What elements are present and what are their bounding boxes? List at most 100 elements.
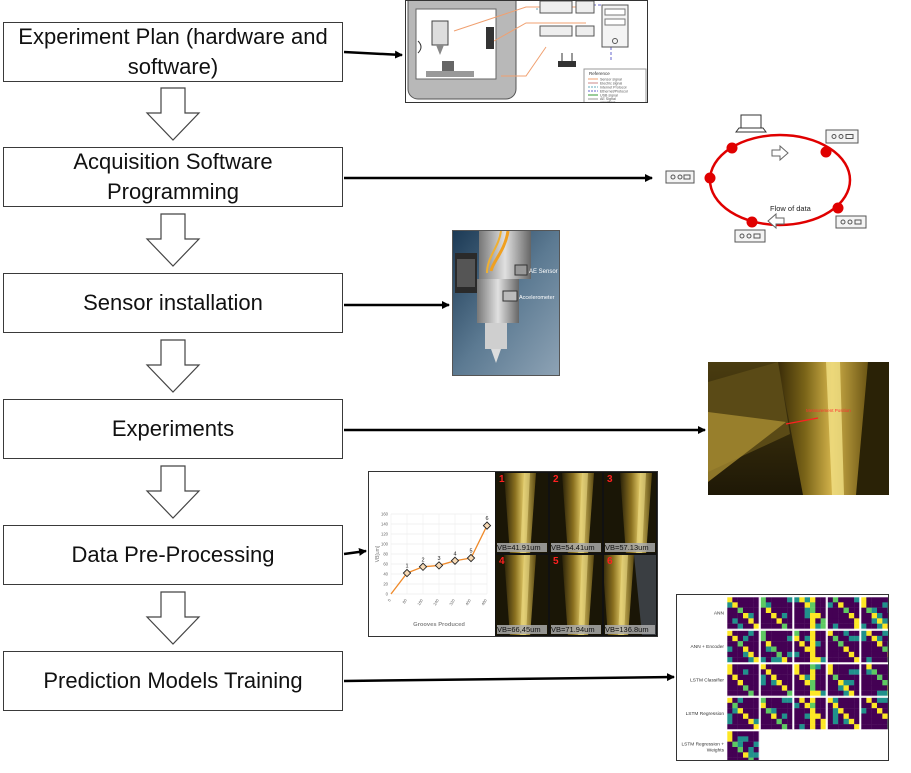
heatmap-cell xyxy=(765,713,772,720)
heatmap-cell xyxy=(871,697,878,704)
heatmap-cell xyxy=(799,664,805,670)
heatmap-cell xyxy=(871,690,878,697)
heatmap-cell xyxy=(866,713,872,720)
heatmap-cell xyxy=(727,618,733,624)
heatmap-cell xyxy=(737,713,744,720)
heatmap-cell xyxy=(827,630,834,637)
heatmap-cell xyxy=(838,697,844,704)
heatmap-cell xyxy=(737,635,744,642)
heatmap-cell xyxy=(737,641,744,647)
heatmap-cell xyxy=(737,657,744,663)
heatmap-cell xyxy=(877,618,883,624)
flow-arrow-icon xyxy=(771,144,789,162)
heatmap-cell xyxy=(794,690,800,697)
heatmap-cell xyxy=(771,613,777,619)
heatmap-cell xyxy=(760,641,767,647)
heatmap-cell xyxy=(771,646,777,653)
heatmap-cell xyxy=(781,690,788,697)
heatmap-cell xyxy=(727,697,733,704)
heatmap-cell xyxy=(799,680,805,686)
heatmap-cell xyxy=(753,724,760,730)
heatmap-cell xyxy=(765,651,772,658)
heatmap-cell xyxy=(743,657,749,663)
heatmap-cell xyxy=(799,690,805,697)
heatmap-cell xyxy=(760,708,767,714)
step-label: Sensor installation xyxy=(83,290,263,315)
micrograph-number: 2 xyxy=(553,474,559,485)
heatmap-cell xyxy=(743,697,749,704)
heatmap-cell xyxy=(820,724,827,730)
heatmap-cell xyxy=(743,613,749,619)
heatmap-cell xyxy=(838,708,844,714)
heatmap-cell xyxy=(748,646,754,653)
heatmap-cell xyxy=(815,674,821,681)
heatmap-cell xyxy=(732,702,738,709)
heatmap-cell xyxy=(732,602,738,608)
heatmap-cell xyxy=(810,718,816,725)
heatmap-cell xyxy=(871,635,878,642)
heatmap-cell xyxy=(727,635,733,642)
heatmap-cell xyxy=(765,623,772,630)
heatmap-cell xyxy=(877,669,883,675)
heatmap-cell xyxy=(799,613,805,619)
heatmap-cell xyxy=(820,718,827,725)
heatmap-cell xyxy=(810,685,816,691)
confusion-matrix xyxy=(793,697,827,730)
heatmap-cell xyxy=(843,713,850,720)
heatmap-cell xyxy=(776,607,783,614)
heatmap-cell xyxy=(727,718,733,725)
heatmap-cell xyxy=(727,597,733,603)
heatmap-cell xyxy=(871,613,878,619)
heatmap-cell xyxy=(753,690,760,697)
heatmap-cell xyxy=(760,607,767,614)
heatmap-cell xyxy=(804,702,811,709)
heatmap-cell xyxy=(737,724,744,730)
heatmap-cell xyxy=(737,685,744,691)
heatmap-cell xyxy=(771,618,777,624)
heatmap-cell xyxy=(820,646,827,653)
heatmap-cell xyxy=(799,641,805,647)
heatmap-cell xyxy=(794,597,800,603)
device-icon xyxy=(734,229,766,243)
heatmap-cell xyxy=(838,646,844,653)
heatmap-cell xyxy=(838,713,844,720)
heatmap-cell xyxy=(794,702,800,709)
heatmap-cell xyxy=(748,597,754,603)
heatmap-cell xyxy=(771,651,777,658)
heatmap-cell xyxy=(877,602,883,608)
heatmap-cell xyxy=(827,680,834,686)
heatmap-cell xyxy=(737,697,744,704)
heatmap-cell xyxy=(866,597,872,603)
heatmap-cell xyxy=(732,646,738,653)
heatmap-cell xyxy=(727,736,733,742)
heatmap-cell xyxy=(727,630,733,637)
heatmap-cell xyxy=(787,641,793,647)
heatmap-cell xyxy=(815,718,821,725)
heatmap-cell xyxy=(854,669,860,675)
step-experiments: Experiments xyxy=(3,399,343,459)
heatmap-cell xyxy=(776,630,783,637)
heatmap-cell xyxy=(810,702,816,709)
heatmap-cell xyxy=(748,657,754,663)
heatmap-cell xyxy=(743,747,749,753)
heatmap-cell xyxy=(854,623,860,630)
heatmap-cell xyxy=(753,635,760,642)
heatmap-cell xyxy=(760,613,767,619)
heatmap-cell xyxy=(810,618,816,624)
heatmap-cell xyxy=(781,597,788,603)
heatmap-cell xyxy=(748,685,754,691)
heatmap-cell xyxy=(877,641,883,647)
heatmap-cell xyxy=(748,736,754,742)
heatmap-cell xyxy=(781,630,788,637)
heatmap-cell xyxy=(810,713,816,720)
heatmap-cell xyxy=(760,623,767,630)
heatmap-cell xyxy=(820,623,827,630)
device-icon xyxy=(835,215,867,229)
heatmap-cell xyxy=(848,697,855,704)
heatmap-cell xyxy=(753,685,760,691)
heatmap-cell xyxy=(820,657,827,663)
heatmap-cell xyxy=(771,602,777,608)
heatmap-cell xyxy=(882,697,888,704)
heatmap-cell xyxy=(787,630,793,637)
heatmap-cell xyxy=(877,607,883,614)
